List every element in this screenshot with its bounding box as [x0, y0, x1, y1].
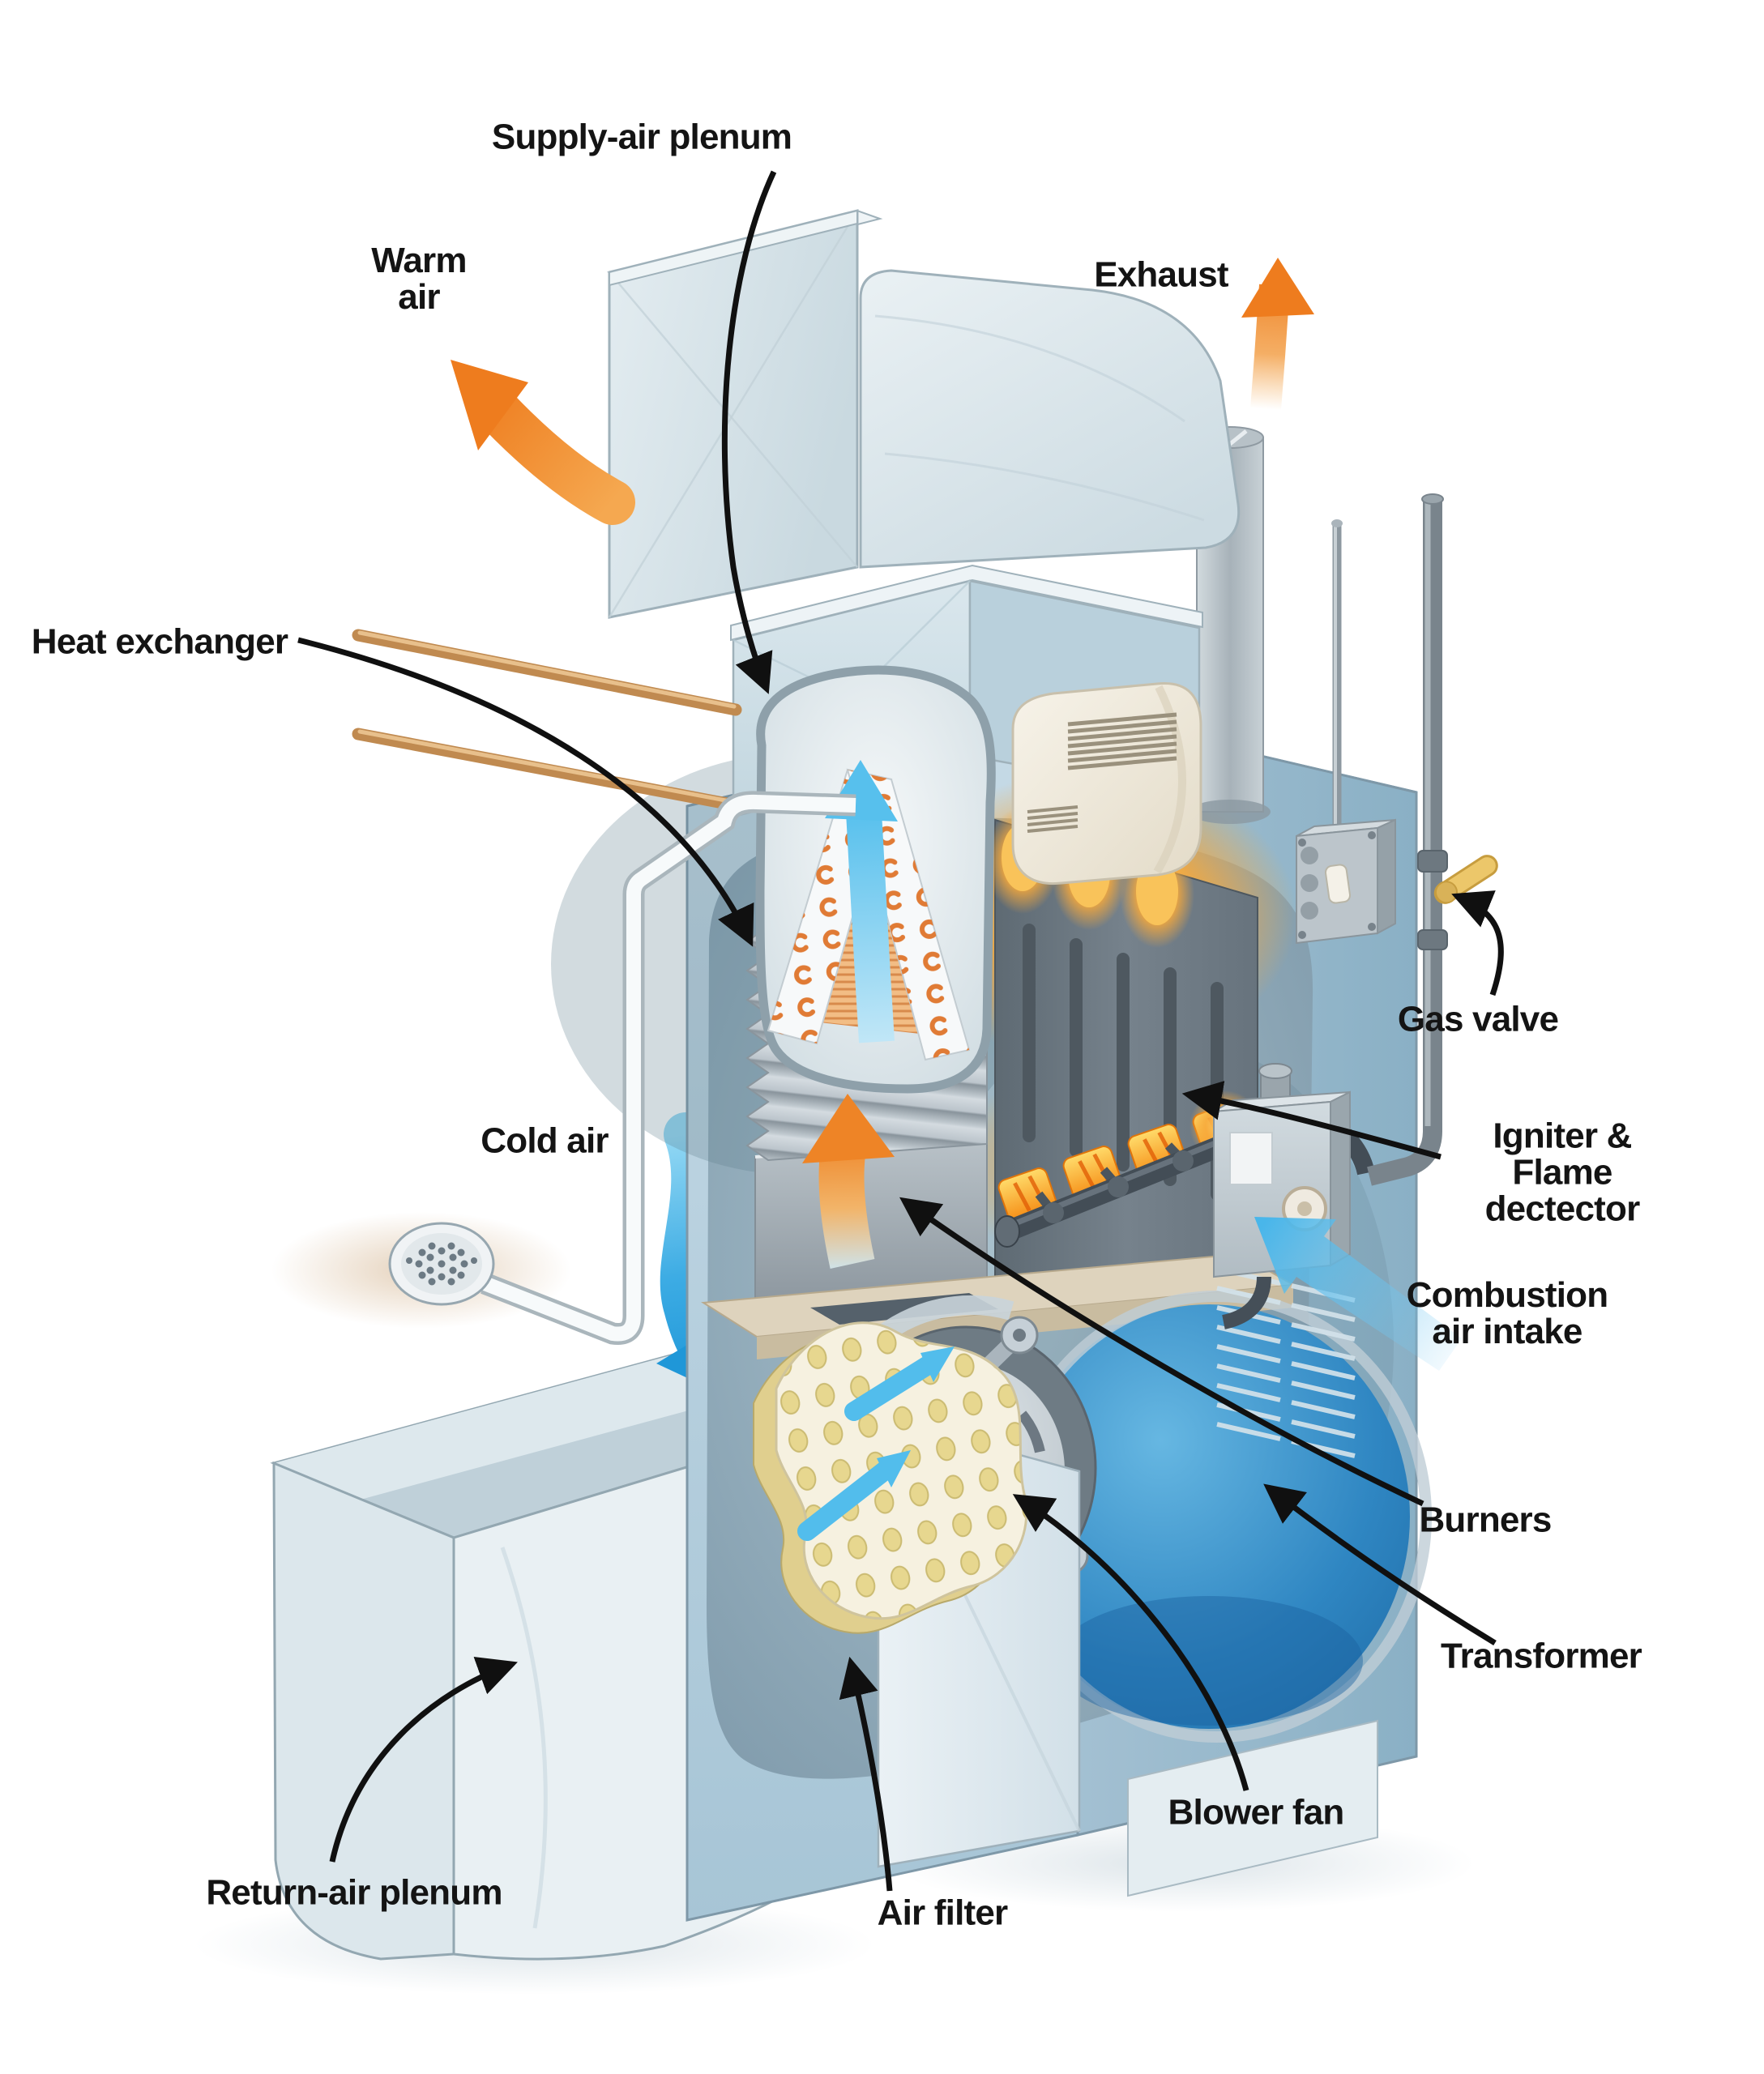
leader-lines [297, 170, 1504, 1892]
toggle-switch [1324, 864, 1352, 904]
leader-supply-air-plenum [721, 170, 777, 694]
leader-transformer [1263, 1483, 1497, 1645]
leader-burners [899, 1197, 1424, 1507]
label-cold-air: Cold air [481, 1120, 609, 1161]
combustion-air-arrow [1254, 1217, 1462, 1371]
label-burners: Burners [1419, 1500, 1552, 1540]
refrigerant-pipes [352, 629, 742, 812]
label-warm-air: Warm air [371, 241, 467, 317]
leader-igniter-flame-detector [1181, 1081, 1442, 1160]
leader-return-air-plenum [329, 1657, 518, 1863]
warm-air-duct [606, 209, 883, 619]
leader-blower-fan [1012, 1494, 1249, 1791]
label-exhaust: Exhaust [1094, 254, 1228, 295]
label-transformer: Transformer [1441, 1636, 1642, 1676]
supply-plenum [352, 564, 1203, 1094]
leader-heat-exchanger [297, 637, 754, 947]
floor-drain [388, 1222, 495, 1306]
filter-airflow-arrows [797, 1346, 955, 1541]
leader-gas-valve [1451, 890, 1504, 996]
evaporator-coil-cutaway [755, 665, 996, 1094]
label-return-air-plenum: Return-air plenum [206, 1872, 502, 1913]
exhaust-arrow [1241, 258, 1314, 411]
furnace-base [1127, 1719, 1378, 1897]
label-combustion-air-intake: Combustion air intake [1406, 1275, 1608, 1351]
condensate-drain [271, 791, 856, 1345]
leader-air-filter [839, 1656, 893, 1892]
elbow-duct [859, 269, 1241, 569]
junction-box [1296, 519, 1396, 945]
label-igniter-flame-detector: Igniter & Flame dectector [1484, 1116, 1641, 1229]
label-blower-fan: Blower fan [1168, 1792, 1345, 1833]
label-supply-air-plenum: Supply-air plenum [491, 117, 792, 157]
label-heat-exchanger: Heat exchanger [31, 621, 288, 662]
label-gas-valve: Gas valve [1397, 999, 1559, 1039]
warm-air-arrow [451, 360, 635, 525]
blower-housing [1002, 1291, 1432, 1743]
label-air-filter: Air filter [877, 1893, 1009, 1933]
humidifier [1011, 682, 1202, 886]
